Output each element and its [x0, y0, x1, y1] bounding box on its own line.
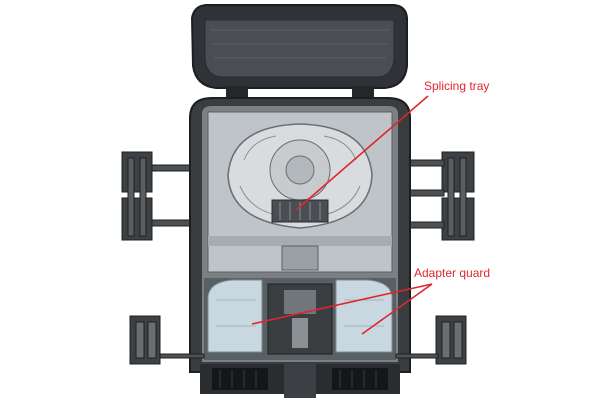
- adapter-guard-right: [335, 279, 393, 353]
- left-lower-clamp: [129, 315, 205, 365]
- splicing-tray: [227, 123, 373, 229]
- box-hinge: [226, 86, 374, 98]
- right-lower-clamp: [395, 315, 467, 365]
- bottom-cable-ports: [200, 364, 400, 398]
- tray-holder: [208, 236, 392, 271]
- box-lid: [190, 4, 408, 89]
- center-connector: [267, 283, 333, 355]
- adapter-guard-leader-right: [361, 283, 433, 335]
- callout-lines: [251, 95, 433, 335]
- adapter-guard-leader-left: [251, 283, 433, 325]
- splicing-tray-label: Splicing tray: [424, 79, 490, 93]
- left-cable-bracket: [121, 151, 193, 241]
- adapter-guard-label: Adapter quard: [414, 266, 491, 280]
- right-cable-bracket: [407, 151, 475, 241]
- adapter-guard-left: [207, 279, 263, 353]
- splicing-tray-leader: [295, 95, 429, 211]
